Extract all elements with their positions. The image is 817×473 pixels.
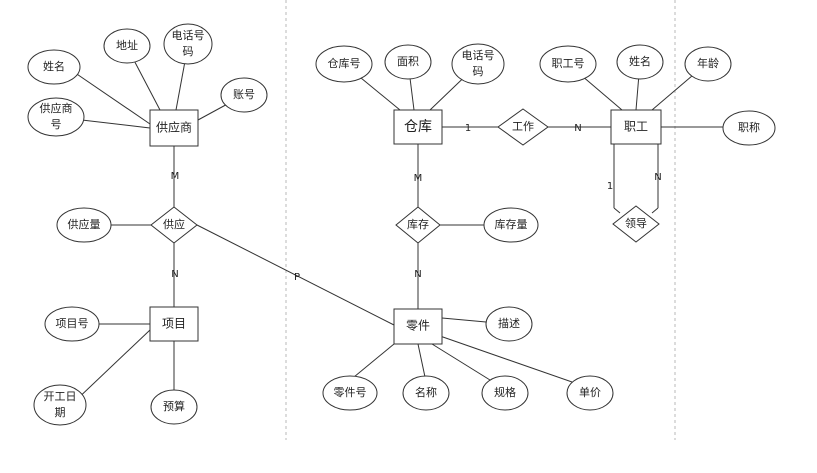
attr-part-spec: 规格 — [481, 375, 529, 411]
attr-emp-age: 年龄 — [684, 46, 732, 82]
card-supply-part: P — [294, 272, 300, 283]
attr-warehouse-area: 面积 — [384, 44, 432, 80]
entity-supplier: 供应商 — [149, 109, 199, 147]
attr-supplier-account-label: 账号 — [233, 88, 255, 101]
attr-supply-quantity-label: 供应量 — [68, 217, 101, 231]
line-lead-right-hook — [651, 207, 659, 214]
attr-part-id: 零件号 — [322, 375, 378, 411]
attr-part-spec-label: 规格 — [494, 385, 516, 399]
attr-supplier-phone-line2: 码 — [183, 45, 194, 58]
attr-part-name: 名称 — [402, 375, 450, 411]
line-lead-left-hook — [613, 207, 621, 214]
attr-supplier-id-line2: 号 — [51, 118, 62, 131]
attr-project-start-line2: 期 — [55, 406, 66, 419]
card-lead-left: 1 — [607, 181, 613, 192]
attr-emp-name-label: 姓名 — [629, 54, 651, 68]
cardinality-labels: M N P M N 1 N 1 N — [171, 123, 662, 283]
entity-part: 零件 — [393, 308, 443, 345]
attr-emp-title: 职称 — [722, 110, 776, 146]
attr-warehouse-area-label: 面积 — [397, 55, 419, 68]
attr-supplier-account: 账号 — [220, 77, 268, 113]
attr-supplier-id: 供应商 号 — [27, 97, 85, 137]
attr-supplier-name: 姓名 — [27, 49, 81, 85]
relationship-supply: 供应 — [150, 206, 198, 244]
attr-supplier-address: 地址 — [103, 28, 151, 64]
line-project-start — [71, 329, 151, 405]
line-part-desc — [441, 317, 487, 323]
line-part-id — [353, 343, 395, 378]
card-warehouse-stock: M — [414, 173, 423, 184]
entity-project-label: 项目 — [162, 317, 186, 331]
attr-project-budget: 预算 — [150, 389, 198, 425]
card-warehouse-work: 1 — [465, 123, 471, 134]
attr-part-id-label: 零件号 — [334, 386, 367, 399]
attr-warehouse-id: 仓库号 — [315, 45, 373, 83]
line-part-price — [439, 335, 573, 383]
card-work-employee: N — [574, 123, 581, 134]
relationship-stock: 库存 — [395, 206, 441, 244]
entity-part-label: 零件 — [406, 319, 430, 333]
attr-emp-id-label: 职工号 — [552, 57, 585, 70]
relationship-lead-label: 领导 — [625, 217, 647, 230]
attr-project-budget-label: 预算 — [163, 399, 185, 413]
attr-stock-quantity-label: 库存量 — [495, 217, 528, 231]
attr-warehouse-phone-line1: 电话号 — [462, 49, 495, 62]
card-supplier-supply: M — [171, 171, 180, 182]
attr-stock-quantity: 库存量 — [483, 207, 539, 243]
relationship-work-label: 工作 — [512, 120, 534, 133]
attr-part-desc-label: 描述 — [498, 316, 520, 330]
attr-supplier-name-label: 姓名 — [43, 59, 65, 73]
card-stock-part: N — [414, 269, 421, 280]
entity-supplier-label: 供应商 — [156, 120, 192, 135]
attr-project-id-label: 项目号 — [56, 317, 89, 330]
relationship-stock-label: 库存 — [407, 217, 429, 231]
attr-warehouse-phone-line2: 码 — [473, 65, 484, 78]
card-supply-project: N — [171, 269, 178, 280]
entity-employee-label: 职工 — [624, 120, 648, 134]
entity-warehouse-label: 仓库 — [404, 119, 432, 135]
attr-part-price: 单价 — [566, 375, 614, 411]
attr-project-start-line1: 开工日 — [44, 390, 77, 403]
attr-part-price-label: 单价 — [579, 386, 601, 399]
attr-supplier-id-line1: 供应商 — [40, 101, 73, 115]
attr-part-name-label: 名称 — [415, 385, 437, 399]
line-part-spec — [431, 343, 491, 381]
attr-warehouse-phone: 电话号 码 — [451, 43, 505, 85]
attr-supplier-address-label: 地址 — [116, 38, 138, 52]
card-lead-right: N — [654, 172, 661, 183]
attr-supplier-phone: 电话号 码 — [163, 23, 213, 65]
attr-emp-name: 姓名 — [616, 44, 664, 80]
attr-supply-quantity: 供应量 — [56, 207, 112, 243]
attr-warehouse-id-label: 仓库号 — [328, 56, 361, 70]
relationship-supply-label: 供应 — [163, 217, 185, 231]
line-part-name — [417, 343, 426, 378]
relationship-lead: 领导 — [612, 205, 660, 243]
attr-emp-age-label: 年龄 — [697, 56, 719, 70]
attr-part-desc: 描述 — [485, 306, 533, 342]
attr-emp-title-label: 职称 — [738, 120, 760, 134]
relationship-work: 工作 — [497, 108, 549, 146]
attr-project-start: 开工日 期 — [33, 384, 87, 426]
entity-employee: 职工 — [610, 109, 662, 145]
attr-emp-id: 职工号 — [539, 45, 597, 83]
line-supplier-name — [67, 67, 151, 125]
attr-project-id: 项目号 — [44, 306, 100, 342]
entity-warehouse: 仓库 — [393, 109, 443, 145]
attr-supplier-phone-line1: 电话号 — [172, 29, 205, 42]
line-supply-part — [196, 224, 395, 326]
entity-project: 项目 — [149, 306, 199, 342]
